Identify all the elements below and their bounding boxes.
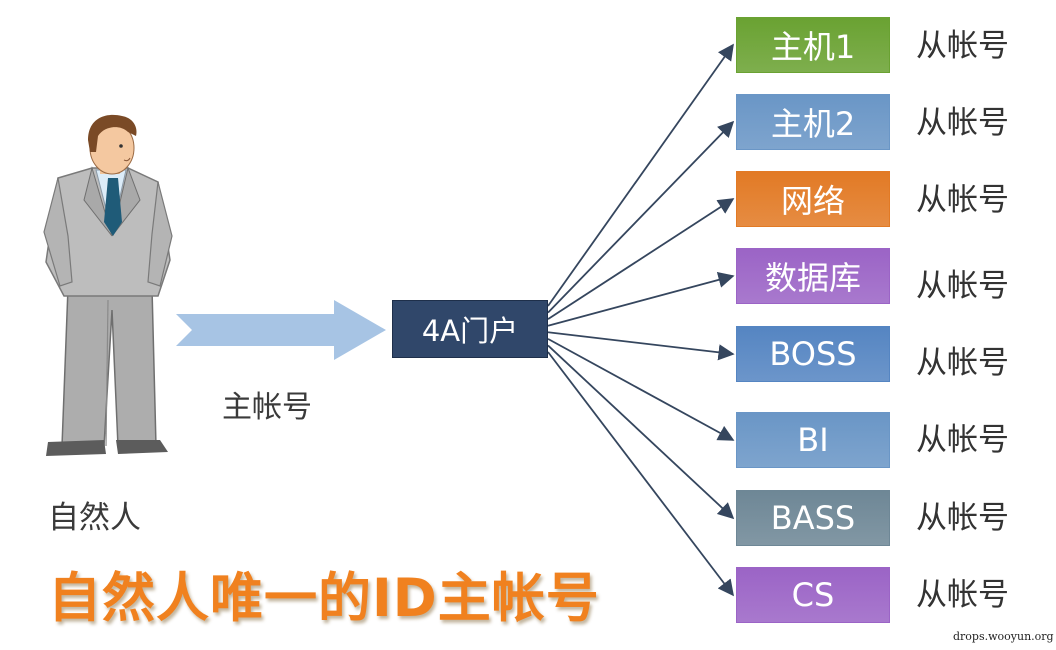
target-box-network: 网络 — [736, 171, 890, 227]
connector-arrow — [547, 120, 735, 314]
connector-arrow — [547, 43, 734, 307]
target-box-bass: BASS — [736, 490, 890, 546]
sub-account-label: 从帐号 — [916, 28, 1009, 64]
connector-arrow — [547, 271, 735, 327]
sub-account-label: 从帐号 — [916, 345, 1009, 381]
connector-lines — [547, 43, 735, 597]
connector-arrow — [547, 198, 735, 320]
main-account-label: 主帐号 — [222, 390, 312, 425]
connector-arrow — [547, 344, 735, 520]
sub-account-label: 从帐号 — [916, 577, 1009, 613]
target-box-host2: 主机2 — [736, 94, 890, 150]
target-box-bi: BI — [736, 412, 890, 468]
target-box-cs: CS — [736, 567, 890, 623]
sub-account-label: 从帐号 — [916, 500, 1009, 536]
connector-arrow — [547, 331, 735, 361]
headline: 自然人唯一的ID主帐号 — [48, 568, 600, 629]
person-label: 自然人 — [48, 500, 141, 536]
connector-arrow — [547, 351, 734, 597]
flow-arrow — [176, 300, 386, 360]
sub-account-label: 从帐号 — [916, 182, 1009, 218]
target-box-database: 数据库 — [736, 248, 890, 304]
target-box-host1: 主机1 — [736, 17, 890, 73]
portal-box: 4A门户 — [392, 300, 548, 358]
watermark: drops.wooyun.org — [953, 630, 1054, 643]
sub-account-label: 从帐号 — [916, 422, 1009, 458]
sub-account-label: 从帐号 — [916, 268, 1009, 304]
connector-arrow — [547, 338, 735, 441]
sub-account-label: 从帐号 — [916, 105, 1009, 141]
businessman-icon — [43, 114, 173, 456]
target-box-boss: BOSS — [736, 326, 890, 382]
